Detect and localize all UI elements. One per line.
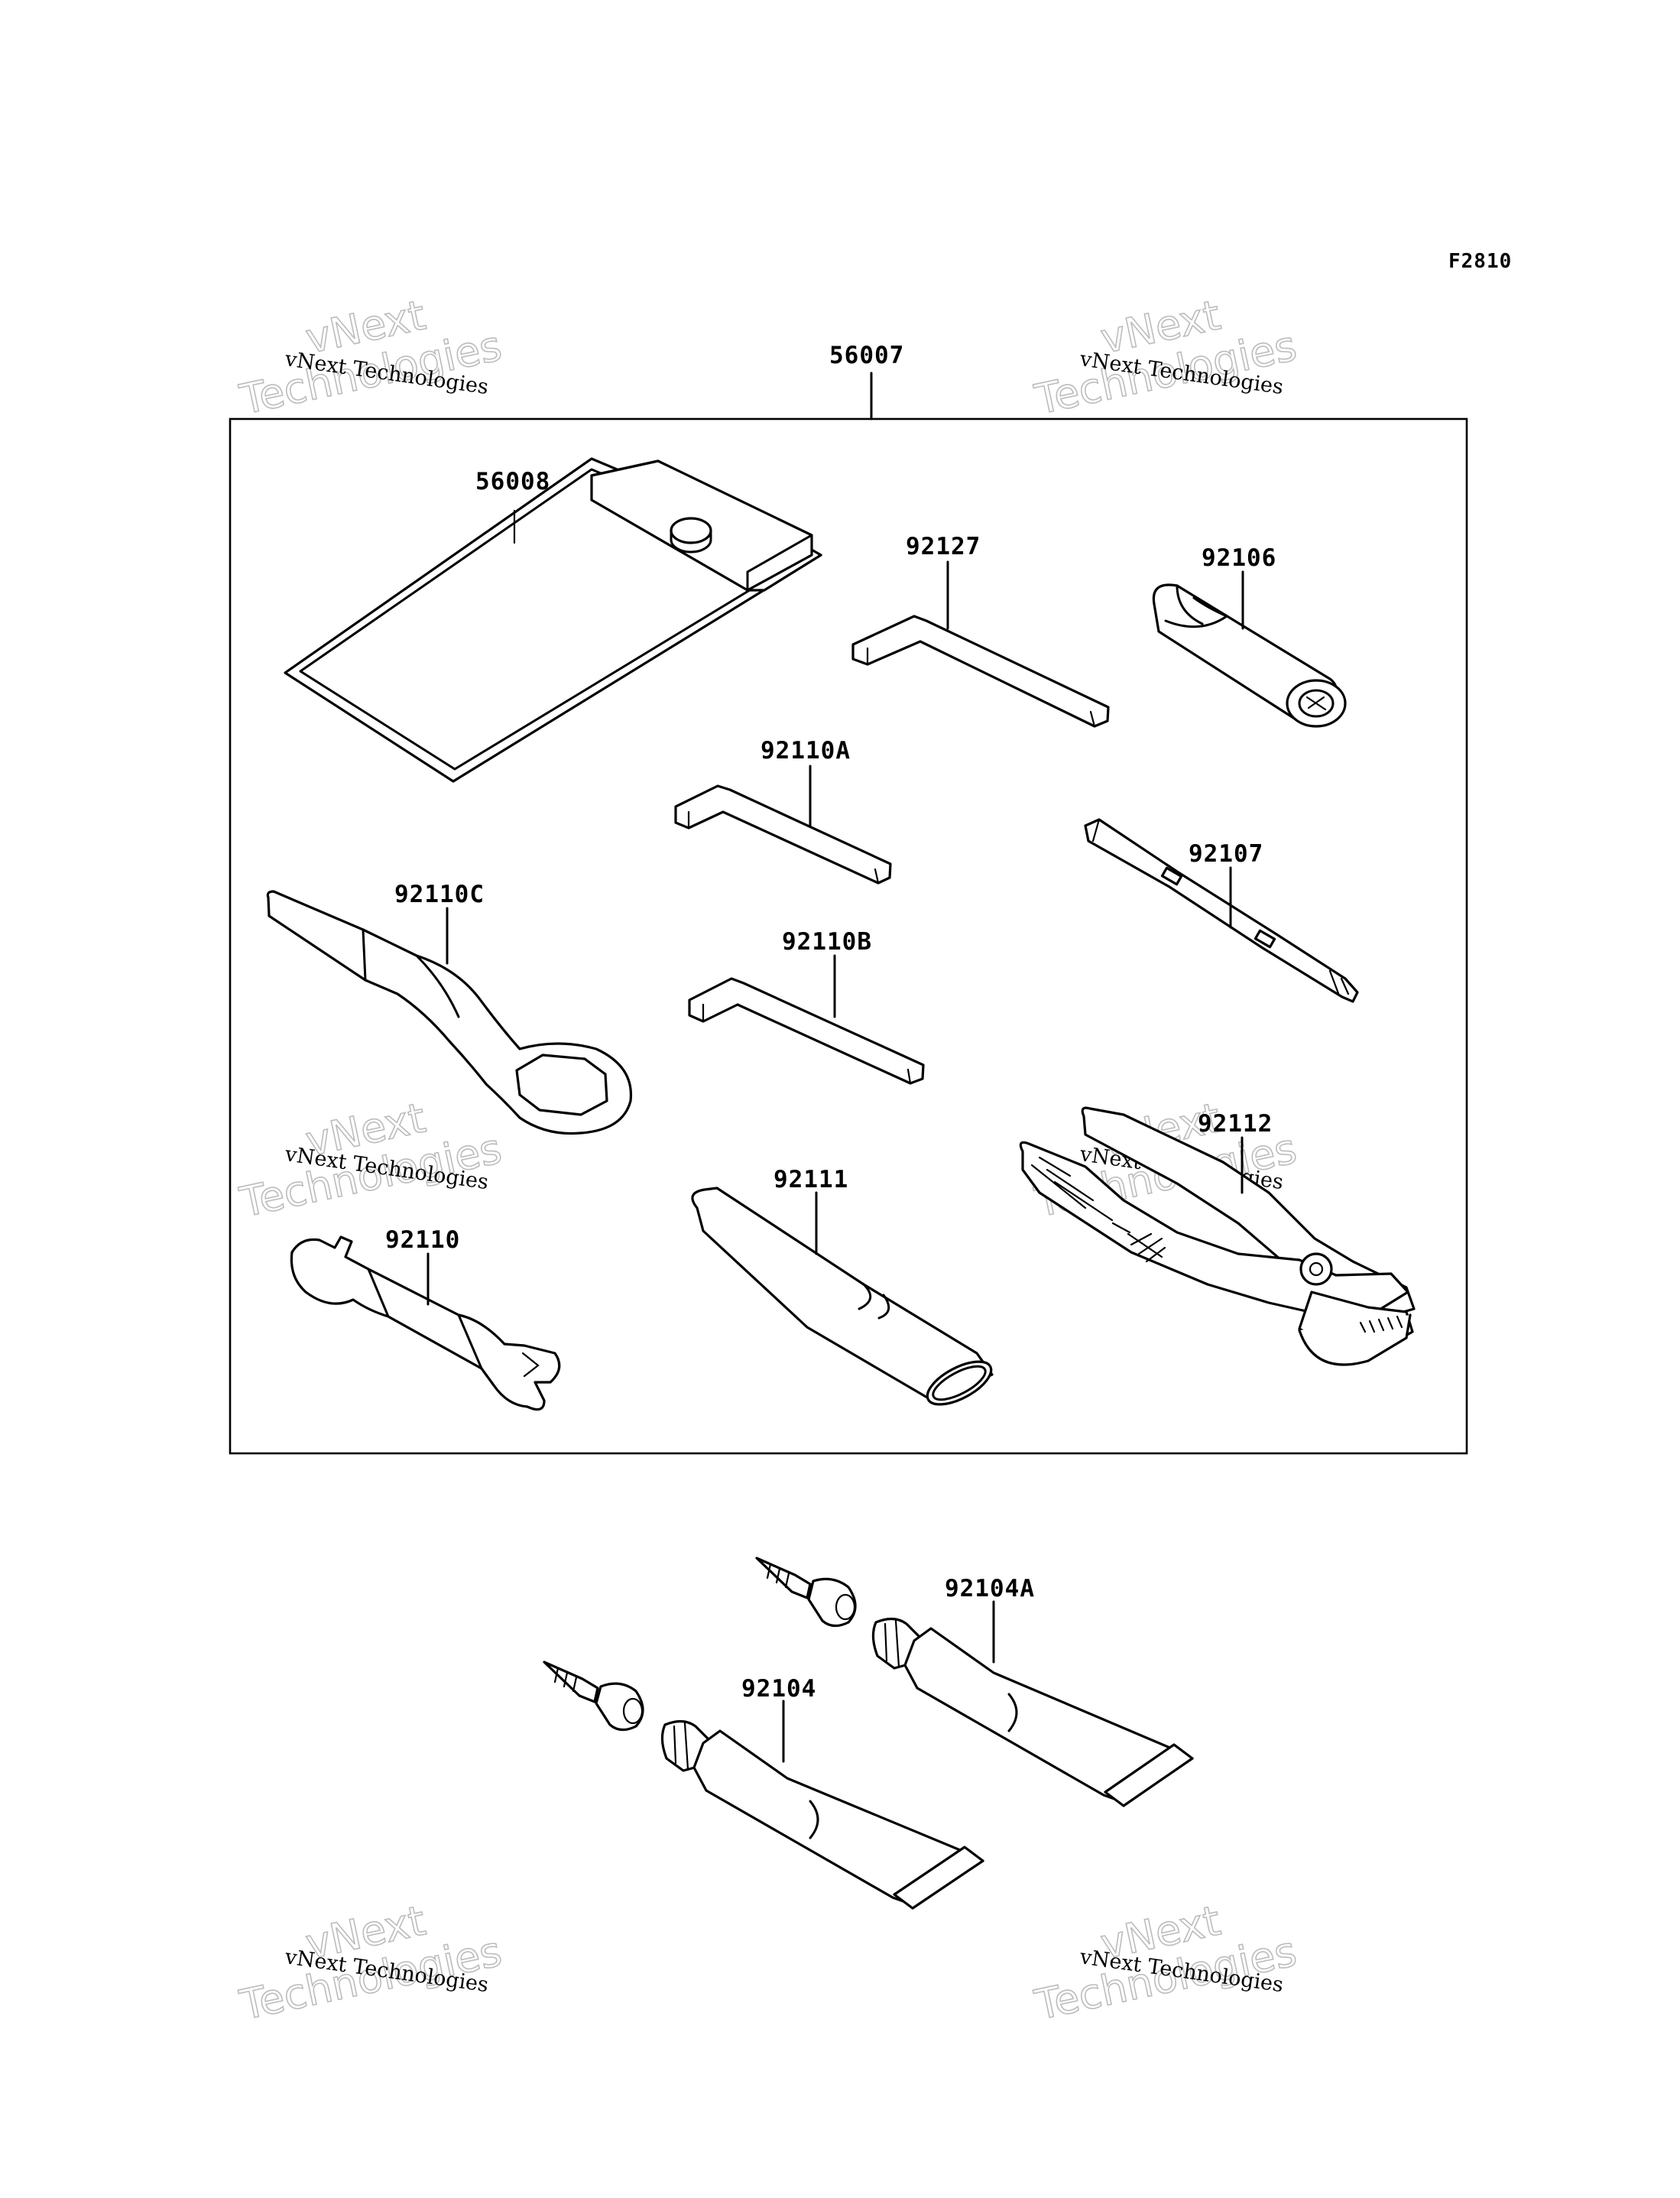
hex-key-b xyxy=(688,977,925,1085)
figure-code: F2810 xyxy=(1448,250,1512,273)
label-92107: 92107 xyxy=(1189,840,1263,868)
open-end-wrench xyxy=(290,1235,561,1411)
watermark-top-right: vNext Technologies xyxy=(1030,291,1301,425)
label-92111: 92111 xyxy=(774,1166,848,1193)
tool-pouch xyxy=(284,457,822,783)
label-92104A: 92104A xyxy=(945,1575,1035,1602)
watermark-top-left: vNext Technologies xyxy=(235,291,506,425)
pliers xyxy=(1019,1106,1416,1366)
label-92127: 92127 xyxy=(906,533,981,560)
tube xyxy=(543,1661,984,1910)
tube-a xyxy=(755,1557,1194,1807)
screwdriver-bit xyxy=(1084,818,1359,1003)
box-wrench xyxy=(266,890,633,1135)
screwdriver-grip xyxy=(1152,583,1347,728)
hex-key-a xyxy=(674,784,892,885)
handle-bar xyxy=(691,1187,994,1406)
label-92106: 92106 xyxy=(1202,544,1276,572)
label-92112: 92112 xyxy=(1198,1110,1273,1138)
hex-key-long xyxy=(851,615,1110,728)
label-56008: 56008 xyxy=(475,468,550,495)
label-92104: 92104 xyxy=(741,1675,816,1703)
label-92110C: 92110C xyxy=(394,881,485,908)
label-56007: 56007 xyxy=(829,342,904,369)
kit-frame xyxy=(229,417,1468,1455)
label-92110: 92110 xyxy=(385,1226,460,1254)
label-92110A: 92110A xyxy=(761,737,851,765)
label-92110B: 92110B xyxy=(782,928,872,956)
